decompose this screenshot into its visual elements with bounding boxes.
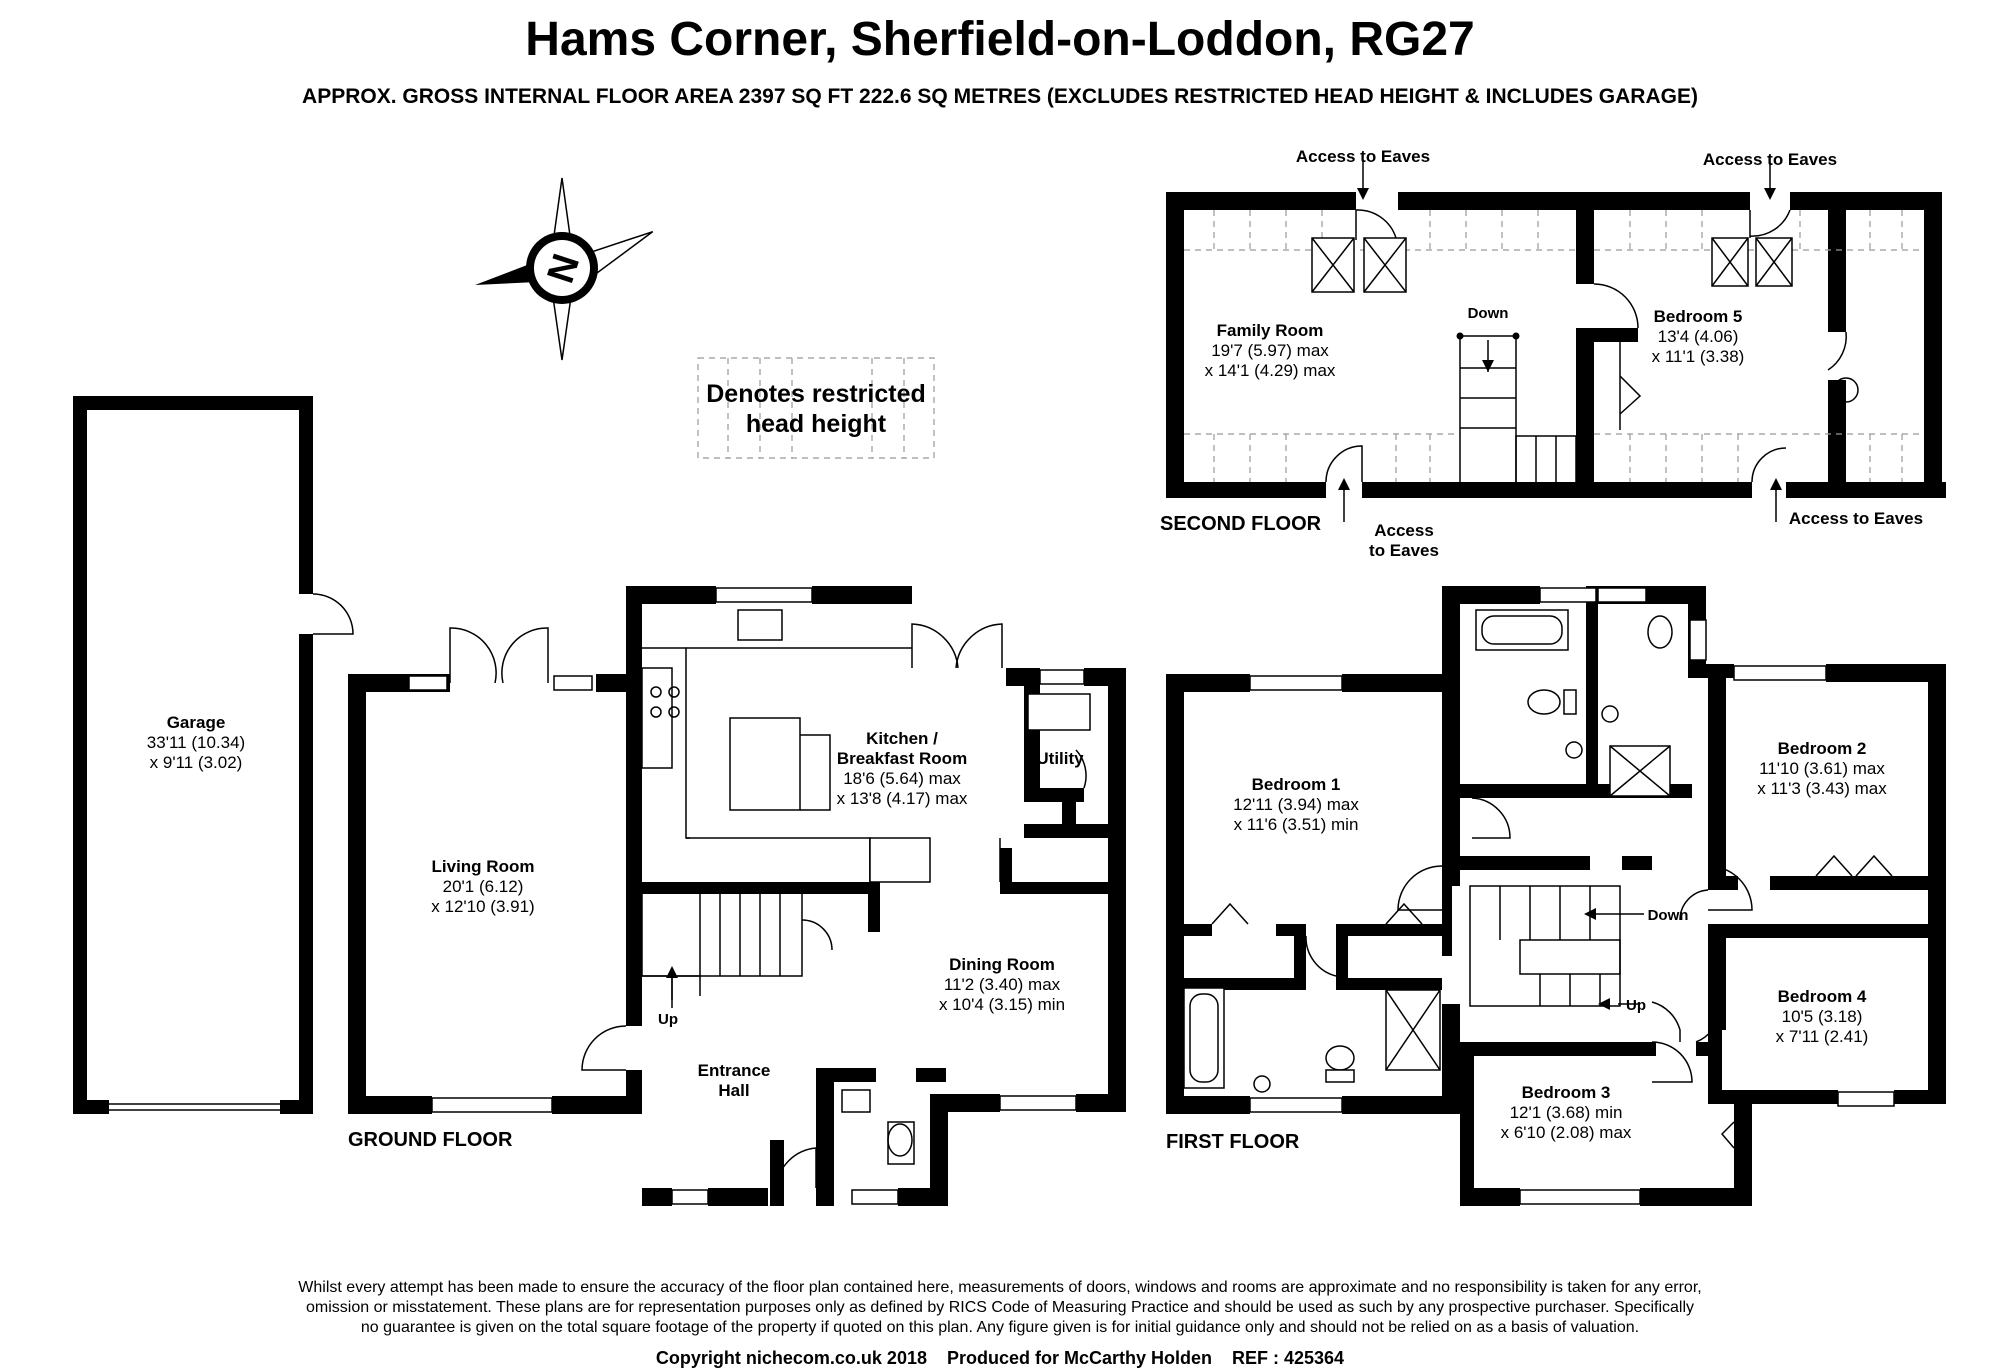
- first-floor-label: FIRST FLOOR: [1166, 1131, 1300, 1153]
- eaves-label-3b: to Eaves: [1369, 541, 1439, 560]
- bed5-name: Bedroom 5: [1654, 307, 1743, 326]
- bed3-dim1: 12'1 (3.68) min: [1510, 1103, 1623, 1122]
- bed2-dim2: x 11'3 (3.43) max: [1757, 779, 1887, 798]
- stairs-down-first: Down: [1648, 907, 1689, 924]
- kitchen-dim2: x 13'8 (4.17) max: [837, 789, 968, 808]
- stairs-up-ground: Up: [658, 1011, 678, 1028]
- eaves-label-3a: Access: [1374, 521, 1434, 540]
- garage-name: Garage: [167, 713, 226, 732]
- ground-floor-windows: [408, 587, 1085, 1205]
- page-title: Hams Corner, Sherfield-on-Loddon, RG27: [525, 13, 1474, 66]
- bed1-name: Bedroom 1: [1252, 775, 1341, 794]
- second-floor-label: SECOND FLOOR: [1160, 513, 1322, 535]
- family-dim1: 19'7 (5.97) max: [1211, 341, 1329, 360]
- dining-dim2: x 10'4 (3.15) min: [939, 995, 1065, 1014]
- page-subtitle: APPROX. GROSS INTERNAL FLOOR AREA 2397 S…: [302, 85, 1698, 108]
- dining-name: Dining Room: [949, 955, 1055, 974]
- compass-icon: N: [475, 177, 654, 361]
- legend-text-2: head height: [746, 410, 887, 438]
- living-dim1: 20'1 (6.12): [443, 877, 524, 896]
- garage: [73, 396, 354, 1114]
- kitchen-name2: Breakfast Room: [837, 749, 967, 768]
- stairs-up-first: Up: [1626, 997, 1646, 1014]
- ground-floor-walls: [348, 586, 1126, 1206]
- disclaimer-line-1: Whilst every attempt has been made to en…: [298, 1279, 1701, 1296]
- bed1-dim2: x 11'6 (3.51) min: [1234, 815, 1359, 834]
- eaves-label-4: Access to Eaves: [1789, 509, 1923, 528]
- family-name: Family Room: [1217, 321, 1324, 340]
- hall-name: Entrance: [698, 1061, 771, 1080]
- bed4-dim2: x 7'11 (2.41): [1776, 1027, 1869, 1046]
- garage-dim1: 33'11 (10.34): [147, 733, 245, 752]
- ground-floor-label: GROUND FLOOR: [348, 1129, 513, 1151]
- copyright-footer: Copyright nichecom.co.uk 2018 Produced f…: [656, 1348, 1344, 1368]
- eaves-label-1: Access to Eaves: [1296, 147, 1430, 166]
- stairs-down-second: Down: [1468, 305, 1509, 322]
- bed3-dim2: x 6'10 (2.08) max: [1501, 1123, 1632, 1142]
- disclaimer-line-3: no guarantee is given on the total squar…: [361, 1319, 1639, 1336]
- bed2-name: Bedroom 2: [1778, 739, 1867, 758]
- legend-text-1: Denotes restricted: [706, 380, 926, 408]
- first-floor-fixtures: [1183, 609, 1893, 1149]
- bed4-dim1: 10'5 (3.18): [1782, 1007, 1863, 1026]
- disclaimer: Whilst every attempt has been made to en…: [298, 1279, 1701, 1336]
- family-dim2: x 14'1 (4.29) max: [1205, 361, 1336, 380]
- dining-dim1: 11'2 (3.40) max: [944, 975, 1061, 994]
- bed4-name: Bedroom 4: [1778, 987, 1867, 1006]
- bed1-dim1: 12'11 (3.94) max: [1233, 795, 1359, 814]
- ground-floor-fixtures: [449, 609, 1091, 1189]
- bed2-dim1: 11'10 (3.61) max: [1759, 759, 1885, 778]
- room-labels: Garage 33'11 (10.34) x 9'11 (3.02) Livin…: [147, 147, 1923, 1153]
- kitchen-name: Kitchen /: [866, 729, 938, 748]
- kitchen-dim1: 18'6 (5.64) max: [843, 769, 961, 788]
- restricted-height-legend: Denotes restricted head height: [697, 357, 935, 459]
- disclaimer-line-2: omission or misstatement. These plans ar…: [306, 1299, 1694, 1316]
- hall-name2: Hall: [718, 1081, 749, 1100]
- bed5-dim2: x 11'1 (3.38): [1652, 347, 1745, 366]
- eaves-label-2: Access to Eaves: [1703, 150, 1837, 169]
- garage-dim2: x 9'11 (3.02): [150, 753, 243, 772]
- bed5-dim1: 13'4 (4.06): [1658, 327, 1739, 346]
- utility-name: Utility: [1036, 749, 1084, 768]
- living-dim2: x 12'10 (3.91): [431, 897, 534, 916]
- living-name: Living Room: [432, 857, 535, 876]
- second-floor-fixtures: [1184, 160, 1924, 522]
- first-floor-windows: [1249, 587, 1895, 1205]
- bed3-name: Bedroom 3: [1522, 1083, 1611, 1102]
- second-floor-walls: [1166, 192, 1946, 498]
